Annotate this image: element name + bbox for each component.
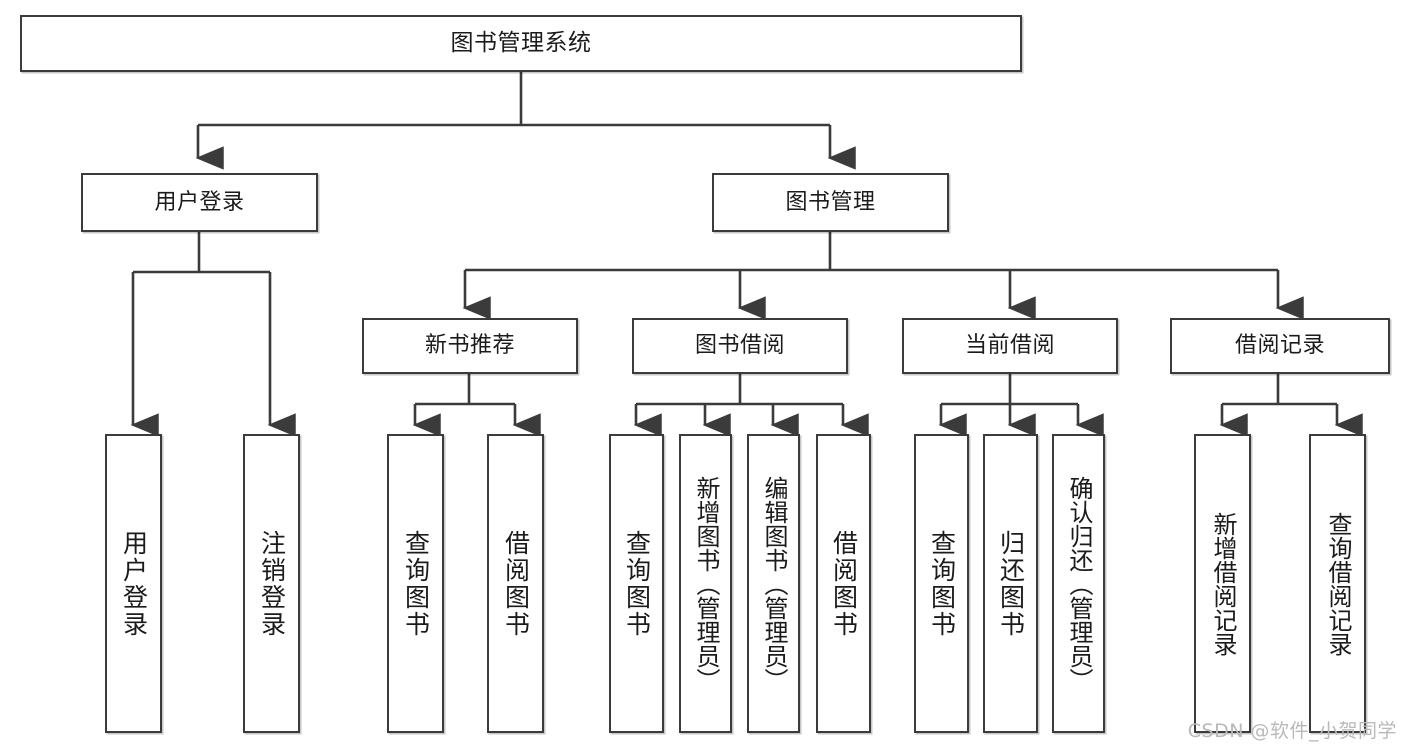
leaf-add-borrow-record[interactable]: 新增借阅记录 <box>1194 434 1251 733</box>
node-user-login[interactable]: 用户登录 <box>81 173 318 232</box>
leaf-return-book[interactable]: 归还图书 <box>983 434 1038 733</box>
watermark-text: CSDN @软件_小贺同学 <box>1187 720 1397 742</box>
node-label: 查询图书 <box>401 529 431 638</box>
leaf-query-book-current[interactable]: 查询图书 <box>914 434 969 733</box>
leaf-user-login[interactable]: 用户登录 <box>105 434 162 733</box>
node-label: 借阅记录 <box>1234 333 1325 359</box>
node-label: 新书推荐 <box>424 333 515 359</box>
node-borrow-record[interactable]: 借阅记录 <box>1170 318 1390 374</box>
node-label: 查询借阅记录 <box>1323 511 1352 656</box>
node-label: 当前借阅 <box>964 333 1055 359</box>
node-new-book-recommend[interactable]: 新书推荐 <box>362 318 578 374</box>
leaf-borrow-book-recommend[interactable]: 借阅图书 <box>487 434 544 733</box>
node-label: 确认归还（管理员） <box>1064 475 1093 692</box>
node-label: 新增图书（管理员） <box>691 475 720 692</box>
node-label: 新增借阅记录 <box>1208 511 1237 656</box>
node-label: 借阅图书 <box>501 529 531 638</box>
leaf-add-book-admin[interactable]: 新增图书（管理员） <box>679 434 732 733</box>
leaf-edit-book-admin[interactable]: 编辑图书（管理员） <box>747 434 800 733</box>
node-label: 图书管理 <box>785 189 876 215</box>
node-book-management[interactable]: 图书管理 <box>712 173 949 232</box>
node-label: 编辑图书（管理员） <box>759 475 788 692</box>
node-label: 用户登录 <box>154 189 245 215</box>
node-label: 查询图书 <box>622 529 652 638</box>
node-label: 图书管理系统 <box>450 29 592 56</box>
leaf-query-book-borrow[interactable]: 查询图书 <box>609 434 664 733</box>
leaf-borrow-book[interactable]: 借阅图书 <box>816 434 871 733</box>
leaf-query-book-recommend[interactable]: 查询图书 <box>387 434 444 733</box>
node-label: 归还图书 <box>996 529 1026 638</box>
node-label: 图书借阅 <box>694 333 785 359</box>
node-label: 借阅图书 <box>829 529 859 638</box>
node-book-borrow[interactable]: 图书借阅 <box>632 318 848 374</box>
leaf-logout[interactable]: 注销登录 <box>243 434 300 733</box>
leaf-query-borrow-record[interactable]: 查询借阅记录 <box>1309 434 1366 733</box>
node-label: 用户登录 <box>119 529 149 638</box>
node-label: 查询图书 <box>927 529 957 638</box>
node-current-borrow[interactable]: 当前借阅 <box>902 318 1118 374</box>
node-root-book-management-system[interactable]: 图书管理系统 <box>20 15 1022 72</box>
node-label: 注销登录 <box>257 529 287 638</box>
leaf-confirm-return-admin[interactable]: 确认归还（管理员） <box>1052 434 1105 733</box>
